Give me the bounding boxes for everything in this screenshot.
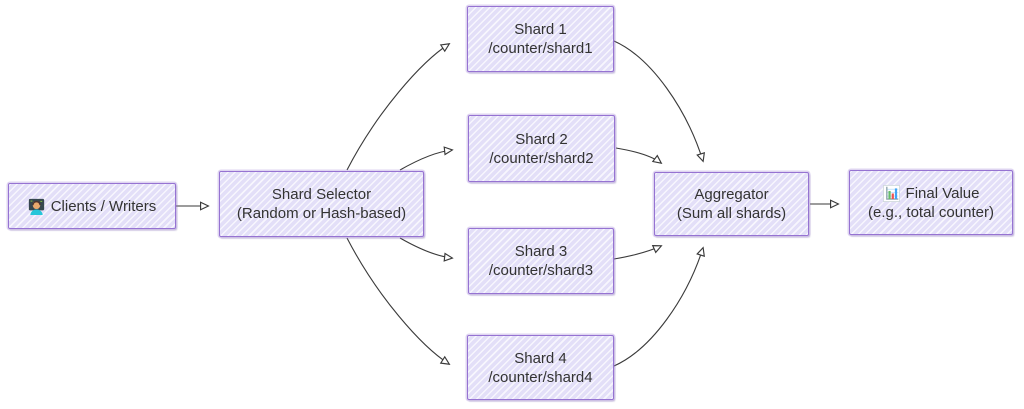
node-final-value: Final Value (e.g., total counter) (849, 170, 1013, 235)
technologist-icon (28, 198, 45, 215)
node-shard3: Shard 3 /counter/shard3 (468, 228, 614, 294)
bar-chart-icon (882, 184, 900, 202)
node-shard4-title: Shard 4 (514, 349, 567, 367)
node-aggregator: Aggregator (Sum all shards) (654, 172, 809, 236)
edge-selector-shard4 (346, 237, 449, 364)
node-shard3-path: /counter/shard3 (488, 262, 594, 279)
node-clients-writers: Clients / Writers (8, 183, 176, 229)
edge-selector-shard3 (399, 237, 452, 258)
node-shard2-title: Shard 2 (515, 130, 568, 148)
edge-shard2-aggregator (615, 147, 661, 163)
node-shard-selector: Shard Selector (Random or Hash-based) (219, 171, 424, 237)
node-clients-label: Clients / Writers (50, 197, 157, 215)
node-shard-selector-title: Shard Selector (271, 186, 372, 203)
edge-selector-shard2 (399, 150, 452, 171)
node-shard1-path: /counter/shard1 (488, 40, 593, 57)
edge-shard1-aggregator (613, 40, 703, 161)
node-shard3-title: Shard 3 (514, 243, 568, 260)
node-aggregator-title: Aggregator (694, 186, 769, 203)
node-shard1: Shard 1 /counter/shard1 (467, 6, 614, 72)
node-shard4: Shard 4 /counter/shard4 (467, 335, 614, 400)
edge-shard3-aggregator (613, 246, 661, 260)
node-shard4-path: /counter/shard4 (488, 368, 593, 386)
node-shard1-title: Shard 1 (514, 21, 567, 38)
edge-selector-shard1 (346, 44, 449, 171)
node-shard2: Shard 2 /counter/shard2 (468, 115, 615, 182)
node-shard2-path: /counter/shard2 (489, 149, 594, 167)
node-shard-selector-subtitle: (Random or Hash-based) (236, 205, 407, 222)
node-final-value-subtitle: (e.g., total counter) (868, 203, 994, 221)
node-aggregator-subtitle: (Sum all shards) (676, 205, 787, 222)
node-final-value-title: Final Value (905, 184, 980, 202)
edge-shard4-aggregator (613, 248, 703, 367)
